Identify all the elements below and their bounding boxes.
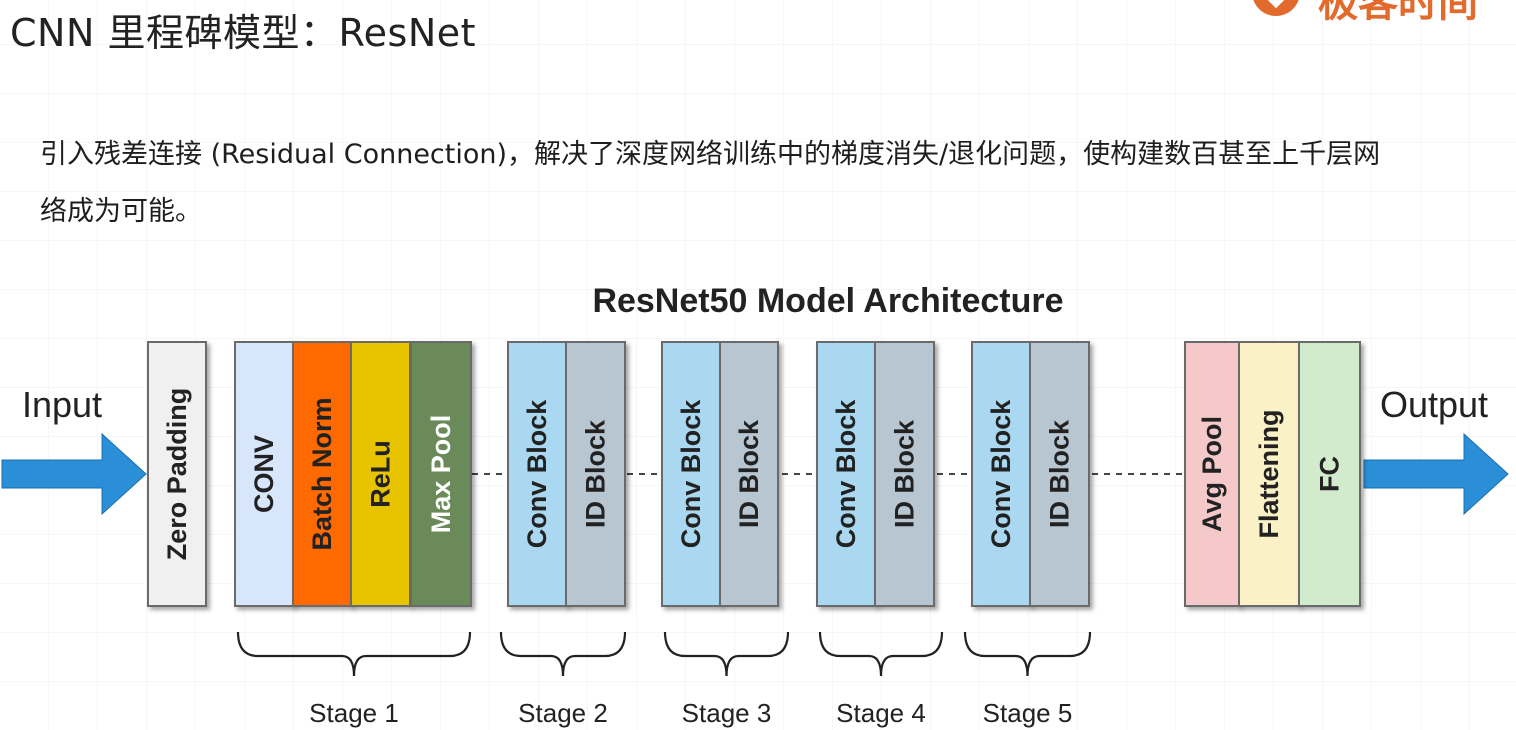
s4-conv-block-label: Conv Block: [831, 399, 861, 549]
s2-conv-block-block: [507, 341, 567, 607]
conv-label: CONV: [249, 435, 279, 513]
s5-conv-block-block: [971, 341, 1031, 607]
avg-pool-label: Avg Pool: [1197, 416, 1227, 532]
max-pool-block: [410, 341, 472, 607]
geektime-logo: 极客时间: [1250, 0, 1516, 32]
s5-id-block-block: [1029, 341, 1090, 607]
input-label: Input: [22, 384, 102, 425]
batch-norm-label: Batch Norm: [307, 397, 337, 550]
s4-conv-block-block: [816, 341, 876, 607]
layer-blocks: Zero Padding CONV Batch Norm ReLu Max Pool Co…: [147, 341, 1361, 607]
relu-label: ReLu: [366, 440, 396, 508]
s4-id-block-label: ID Block: [890, 419, 920, 528]
slide-title: CNN 里程碑模型：ResNet: [10, 11, 477, 55]
stage-2-brace: [499, 631, 627, 677]
s3-conv-block-label: Conv Block: [676, 399, 706, 549]
input-arrow: [1, 432, 147, 516]
stage-1-brace: [236, 631, 472, 677]
s2-id-block-block: [565, 341, 626, 607]
stage-5-label: Stage 5: [983, 698, 1073, 728]
s2-id-block-label: ID Block: [581, 419, 611, 528]
stage-2-label: Stage 2: [518, 698, 608, 728]
zero-padding-label: Zero Padding: [162, 388, 192, 561]
stage-4-brace: [818, 631, 944, 677]
stage-3-brace: [663, 631, 790, 677]
stage-1-label: Stage 1: [309, 698, 399, 728]
batch-norm-block: [292, 341, 352, 607]
flattening-label: Flattening: [1254, 410, 1284, 539]
s5-id-block-label: ID Block: [1045, 419, 1075, 528]
stage-3-label: Stage 3: [682, 698, 772, 728]
avg-pool-block: [1184, 341, 1240, 607]
fc-block: [1298, 341, 1361, 607]
output-arrow: [1363, 432, 1509, 516]
s5-conv-block-label: Conv Block: [986, 399, 1016, 549]
stage-4-label: Stage 4: [836, 698, 926, 728]
s3-id-block-label: ID Block: [734, 419, 764, 528]
logo-text: 极客时间: [1318, 0, 1478, 26]
s3-conv-block-block: [661, 341, 721, 607]
logo-icon: [1253, 0, 1299, 16]
stage-braces: Stage 1 Stage 2 Stage 3 Stage 4 Stage 5: [236, 631, 1092, 728]
zero-padding-block: [147, 341, 207, 607]
s4-id-block-block: [874, 341, 935, 607]
relu-block: [350, 341, 411, 607]
max-pool-label: Max Pool: [426, 415, 456, 534]
fc-label: FC: [1315, 456, 1345, 492]
flow-arrows: [1, 432, 1509, 516]
s2-conv-block-label: Conv Block: [522, 399, 552, 549]
output-label: Output: [1380, 384, 1488, 425]
flattening-block: [1238, 341, 1300, 607]
diagram-title: ResNet50 Model Architecture: [592, 282, 1063, 320]
stage-5-brace: [963, 631, 1092, 677]
s3-id-block-block: [719, 341, 779, 607]
slide-description: 引入残差连接 (Residual Connection)，解决了深度网络训练中的…: [40, 139, 1381, 227]
